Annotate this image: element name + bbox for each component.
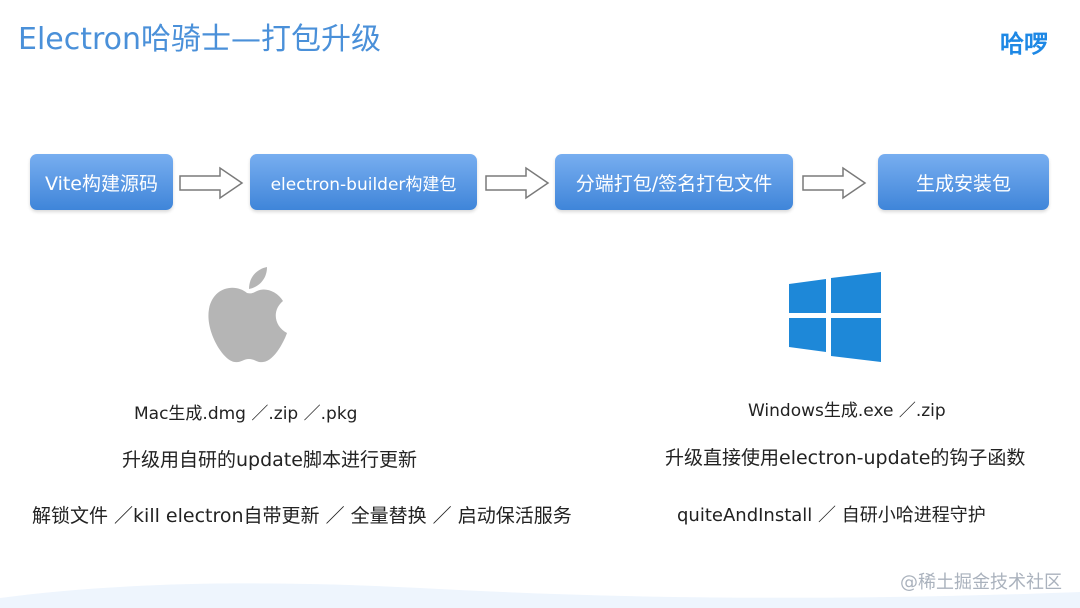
page-title: Electron哈骑士—打包升级 [18,22,382,57]
mac-build-formats: Mac生成.dmg ／.zip ／.pkg [134,404,358,424]
windows-logo-icon [789,272,881,362]
windows-build-formats: Windows生成.exe ／.zip [748,401,946,421]
apple-logo-icon [208,267,287,363]
mac-upgrade-steps: 解锁文件 ／kill electron自带更新 ／ 全量替换 ／ 启动保活服务 [32,505,572,527]
brand-logo: 哈啰 [1000,30,1048,58]
decorative-wave [0,583,1080,608]
mac-upgrade-method: 升级用自研的update脚本进行更新 [122,449,417,471]
step-generate-installer: 生成安装包 [878,154,1049,210]
step-electron-builder: electron-builder构建包 [250,154,477,210]
windows-upgrade-method: 升级直接使用electron-update的钩子函数 [665,447,1026,469]
windows-upgrade-steps: quiteAndInstall ／ 自研小哈进程守护 [677,505,986,526]
watermark: @稀土掘金技术社区 [900,572,1062,593]
arrow-right-icon [802,166,867,200]
step-package-sign: 分端打包/签名打包文件 [555,154,793,210]
step-vite-build: Vite构建源码 [30,154,173,210]
arrow-right-icon [179,166,244,200]
arrow-right-icon [485,166,550,200]
